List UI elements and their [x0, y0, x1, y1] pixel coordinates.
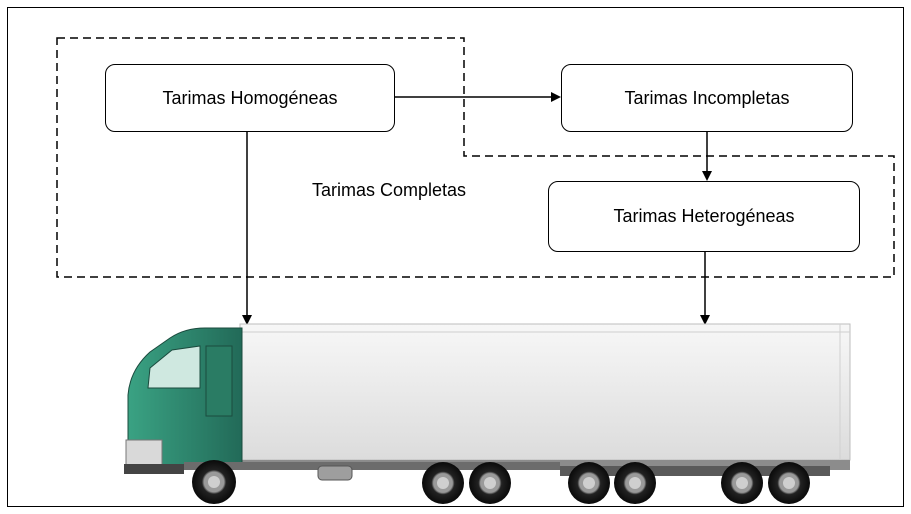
completas-group-boundary [56, 37, 895, 278]
trailer-body [239, 323, 851, 461]
node-tarimas-homogeneas: Tarimas Homogéneas [105, 64, 395, 132]
node-tarimas-heterogeneas: Tarimas Heterogéneas [548, 181, 860, 252]
truck-illustration [124, 323, 851, 504]
cab-window [147, 345, 201, 389]
node-label: Tarimas Incompletas [624, 87, 790, 108]
node-label: Tarimas Homogéneas [162, 87, 338, 108]
group-label-tarimas-completas: Tarimas Completas [312, 180, 467, 200]
node-label: Tarimas Heterogéneas [613, 206, 795, 226]
node-tarimas-incompletas: Tarimas Incompletas [561, 64, 853, 132]
